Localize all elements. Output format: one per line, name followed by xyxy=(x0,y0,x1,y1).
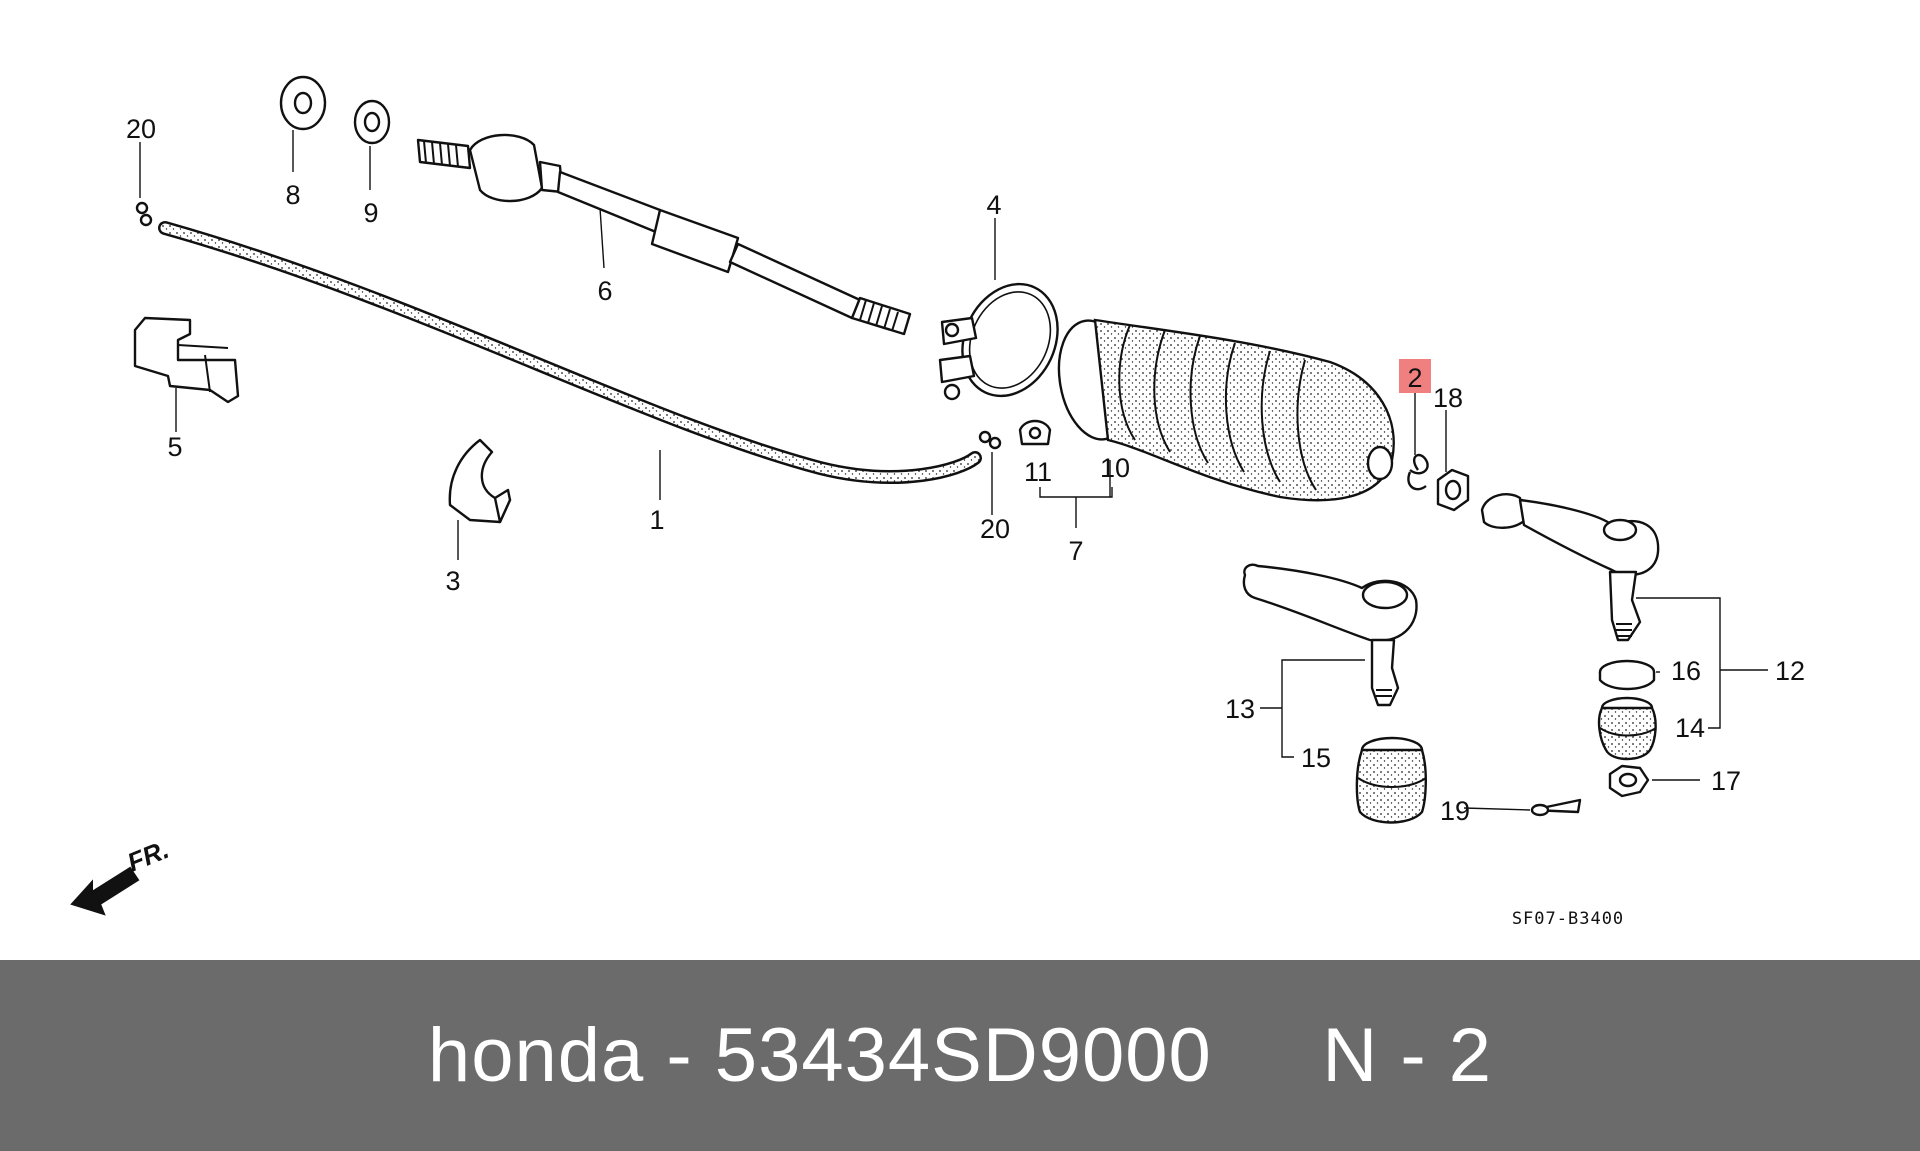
part-10-boot xyxy=(1057,318,1395,502)
part-4-band-clamp xyxy=(938,218,1059,401)
part-5-bracket xyxy=(133,316,240,432)
callout-20-upper: 20 xyxy=(126,114,156,144)
callout-20-lower: 20 xyxy=(980,514,1010,544)
drawing-code: SF07-B3400 xyxy=(1512,909,1624,929)
part-3-clamp xyxy=(448,438,512,560)
part-13-tie-rod-end xyxy=(1242,563,1418,707)
callout-12: 12 xyxy=(1775,656,1805,686)
callout-7: 7 xyxy=(1068,536,1083,566)
part-20-clip-lower xyxy=(978,430,1002,515)
callout-11: 11 xyxy=(1024,457,1052,487)
front-direction-arrow-icon: FR. xyxy=(70,834,173,916)
part-17-nut xyxy=(1608,764,1700,798)
part-13-bracket-lines xyxy=(1260,659,1365,758)
exploded-parts-diagram: FR. 20 8 9 6 4 5 1 3 11 10 20 7 2 18 12 … xyxy=(70,75,1805,929)
highlight-box-2 xyxy=(1399,359,1431,393)
callout-10: 10 xyxy=(1100,453,1130,483)
part-16-ring xyxy=(1598,659,1660,691)
callout-8: 8 xyxy=(285,180,300,210)
callout-16: 16 xyxy=(1671,656,1701,686)
part-2-clip xyxy=(1407,393,1429,491)
part-14-boot xyxy=(1597,696,1657,761)
callout-9: 9 xyxy=(363,198,378,228)
callout-17: 17 xyxy=(1711,766,1741,796)
part-9-lock-washer xyxy=(353,99,391,190)
callout-15: 15 xyxy=(1301,743,1331,773)
callout-1: 1 xyxy=(649,505,664,535)
callout-18: 18 xyxy=(1433,383,1463,413)
caption-bar: honda - 53434SD9000 N - 2 xyxy=(0,960,1920,1151)
part-11-clip xyxy=(1018,419,1052,446)
part-7-bracket-lines xyxy=(1039,487,1113,528)
callout-2: 2 xyxy=(1407,363,1422,393)
part-caption: honda - 53434SD9000 N - 2 xyxy=(427,1013,1493,1098)
part-1-tube xyxy=(158,221,982,500)
callout-19: 19 xyxy=(1440,796,1470,826)
callout-4: 4 xyxy=(986,190,1001,220)
callout-5: 5 xyxy=(167,432,182,462)
part-12-tie-rod-end xyxy=(1480,493,1660,642)
part-19-cotter-pin xyxy=(1463,798,1582,817)
part-6-tie-rod xyxy=(416,133,912,336)
callout-3: 3 xyxy=(445,566,460,596)
part-15-boot xyxy=(1355,736,1427,824)
callout-14: 14 xyxy=(1675,713,1705,743)
part-12-bracket-lines xyxy=(1636,597,1768,729)
part-20-clip-upper xyxy=(135,142,153,227)
part-8-washer xyxy=(279,75,327,172)
callout-6: 6 xyxy=(597,276,612,306)
part-18-nut xyxy=(1436,410,1470,512)
callout-13: 13 xyxy=(1225,694,1255,724)
